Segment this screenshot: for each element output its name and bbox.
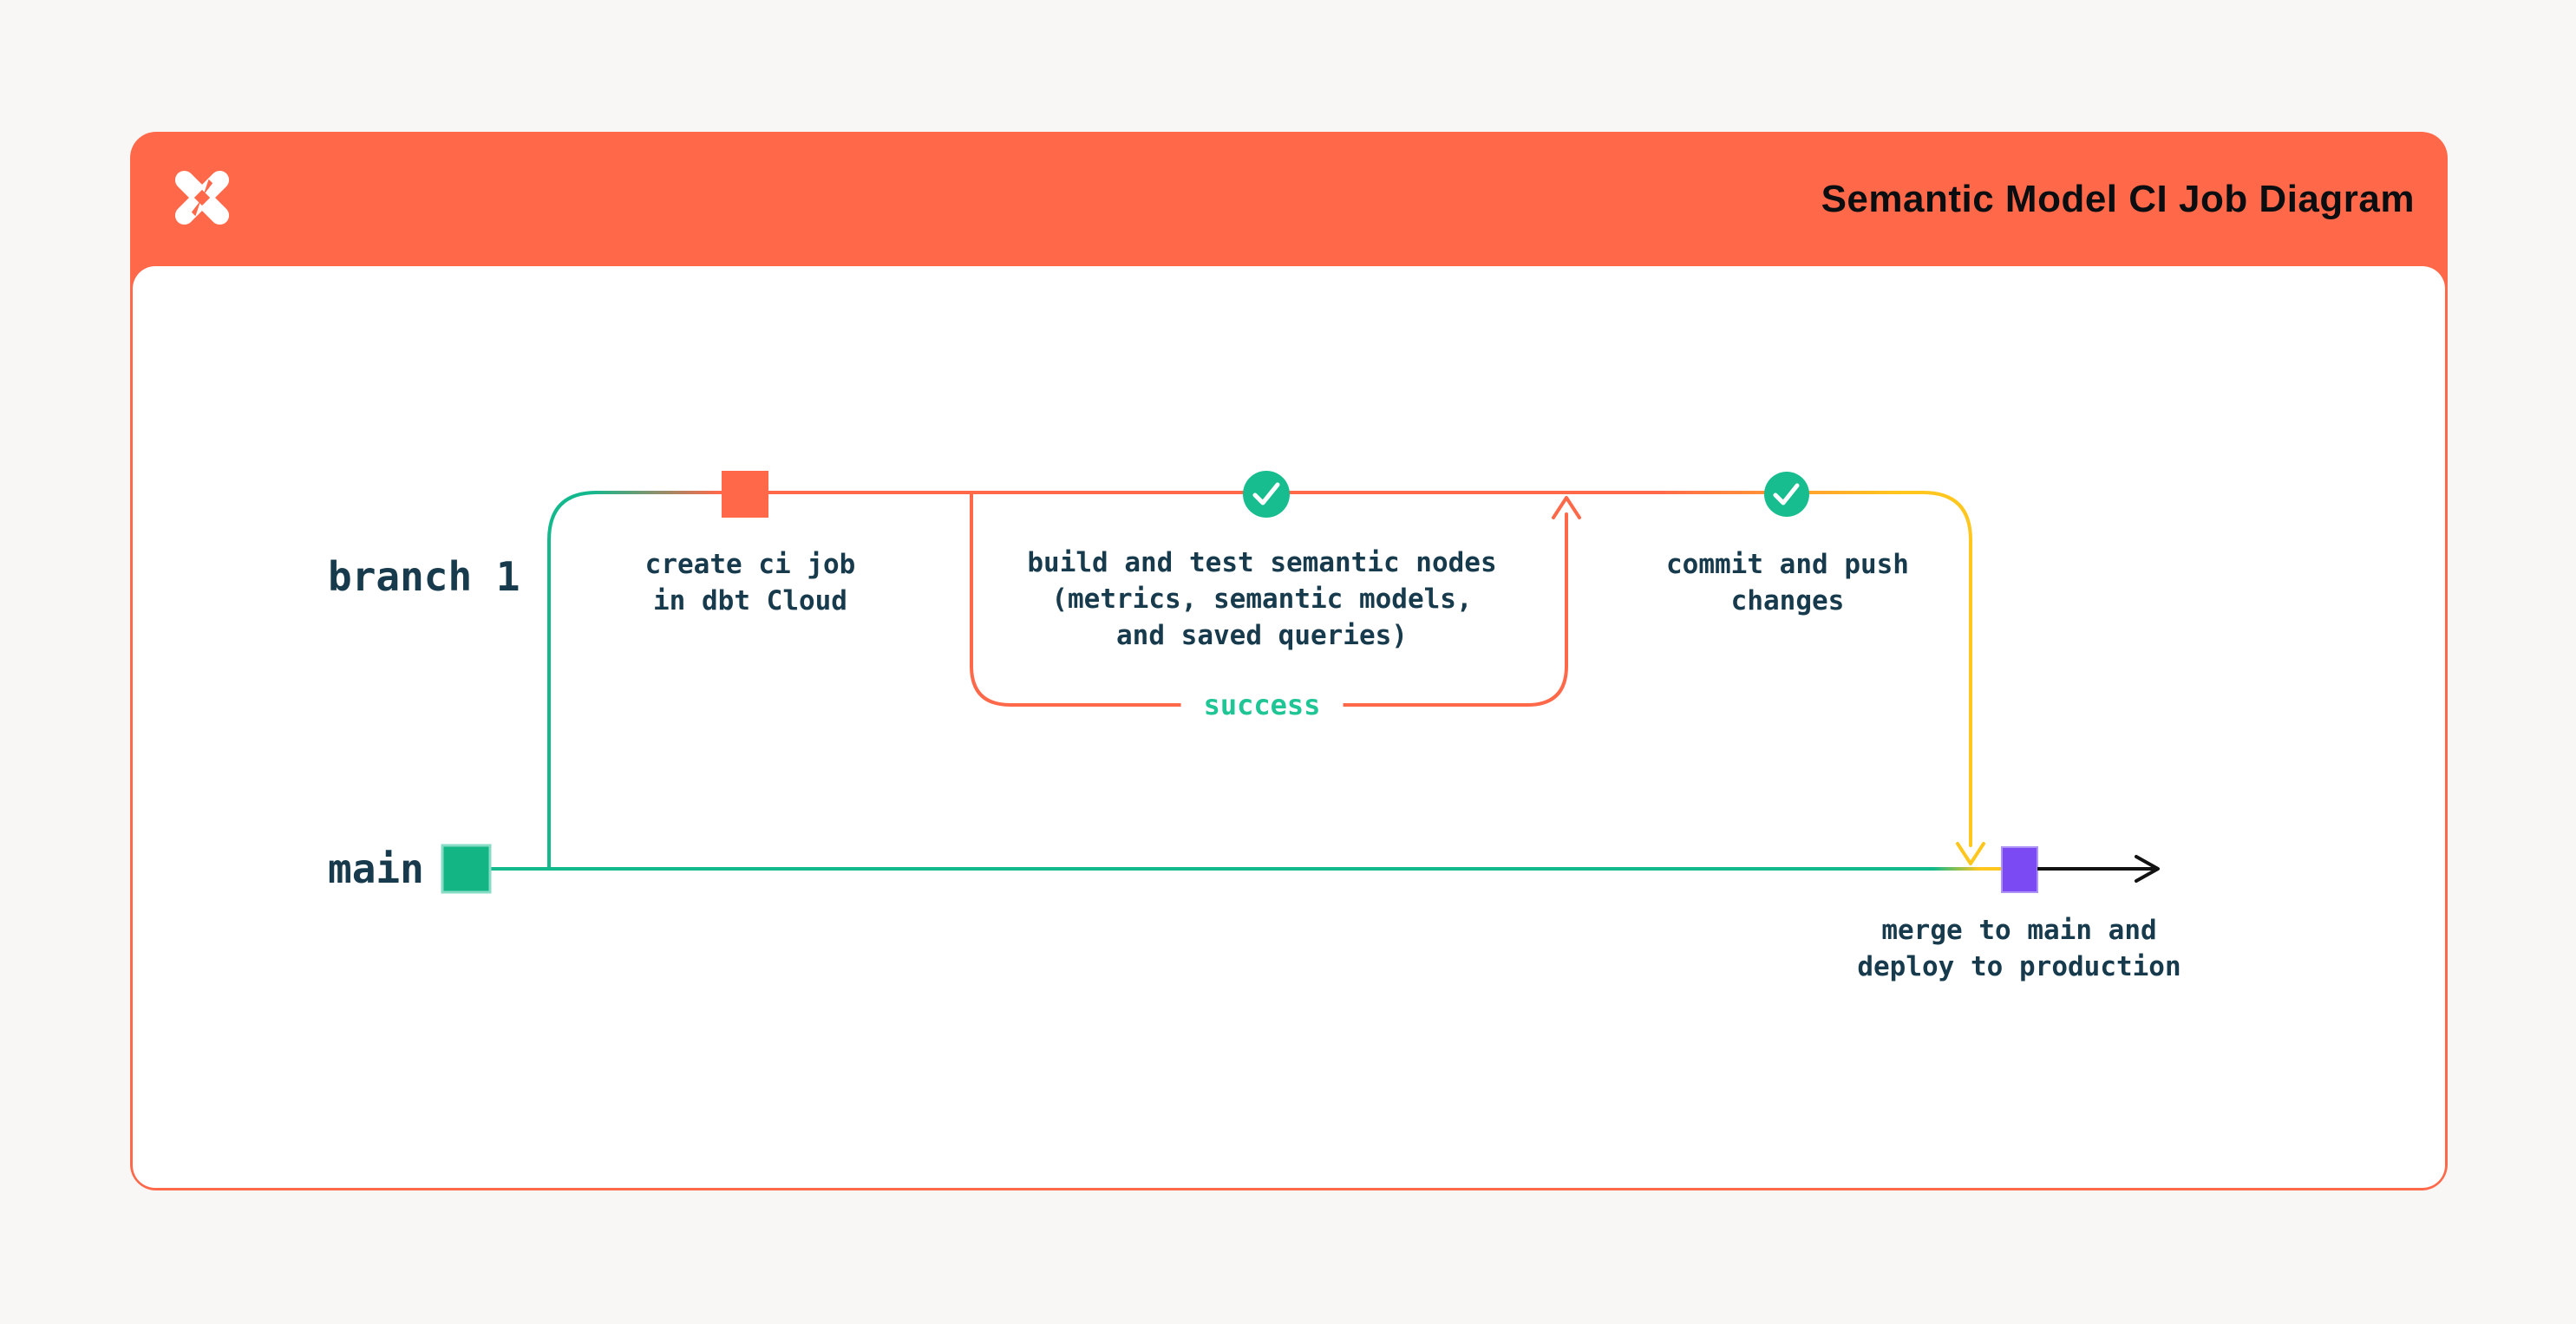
diagram-canvas: branch 1 main create ci job in dbt Cloud…	[133, 266, 2445, 1188]
merge-commit-square	[2001, 846, 2038, 893]
production-arrowhead-icon	[2135, 855, 2160, 883]
node-commit-and-push-label: commit and push changes	[1666, 549, 1909, 616]
commit-push-check-circle-icon	[1764, 472, 1809, 517]
card-header: Semantic Model CI Job Diagram	[130, 132, 2448, 266]
branch1-label: branch 1	[328, 553, 520, 600]
node-merge-and-deploy-label: merge to main and deploy to production	[1857, 915, 2181, 982]
node-build-and-test-label: build and test semantic nodes (metrics, …	[1027, 547, 1497, 651]
success-edge-label: success	[1180, 689, 1344, 721]
main-branch-label: main	[328, 845, 424, 892]
success-loop-arrowhead-icon	[1552, 496, 1581, 519]
node-create-ci-job-label: create ci job in dbt Cloud	[644, 549, 856, 616]
create-ci-job-commit-square	[722, 471, 768, 518]
merge-down-arrowhead-icon	[1956, 842, 1985, 865]
dbt-logo-icon	[174, 170, 230, 225]
diagram-lines-layer	[441, 471, 2160, 894]
main-commit-square	[441, 844, 492, 894]
page-title: Semantic Model CI Job Diagram	[1821, 177, 2415, 220]
diagram-card: Semantic Model CI Job Diagram	[130, 132, 2448, 1190]
build-test-check-circle-icon	[1243, 471, 1290, 518]
branch1-line	[547, 491, 1972, 847]
